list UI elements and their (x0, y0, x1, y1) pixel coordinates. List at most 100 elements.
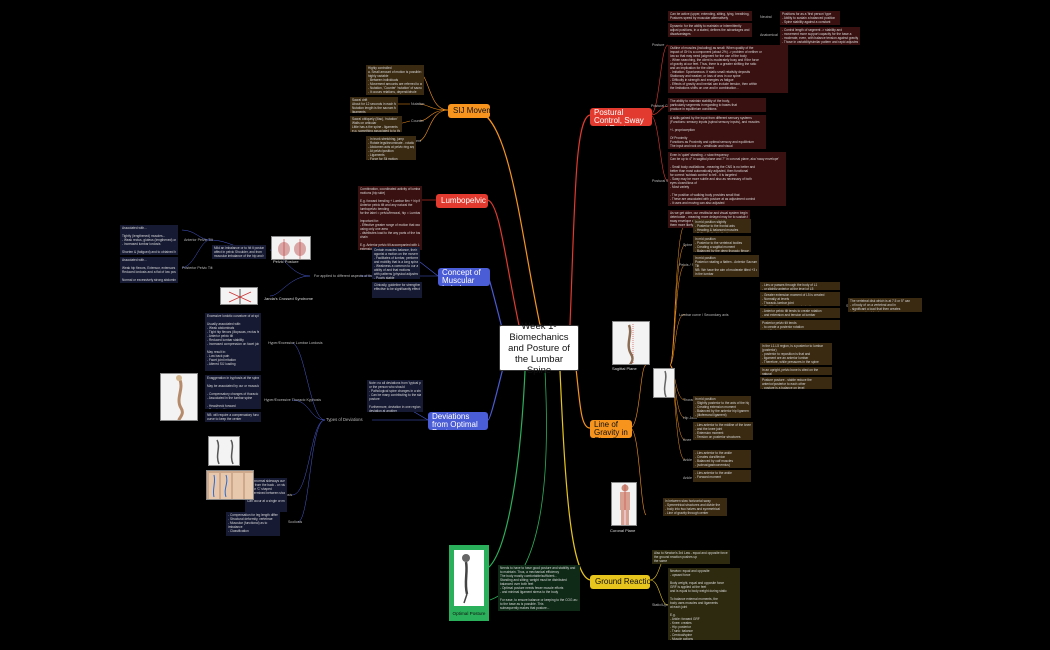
note-sij-3: Sacral obliquely (Iliac), 'nutation'Wall… (350, 116, 402, 132)
label-imbalance-note[interactable]: For applied to different aspects of the … (314, 274, 383, 278)
label-hyper-lordosis[interactable]: Hyper/Excessive Lumbar Lordosis (268, 341, 323, 345)
branch-sij-movements[interactable]: SIJ Movements (448, 104, 490, 118)
branch-postural-control[interactable]: Postural Control, Sway and Posture (590, 108, 652, 126)
label-counter[interactable]: Counter (411, 119, 424, 123)
label-ankle-2[interactable]: Ankle (683, 476, 692, 480)
lordosis-image[interactable] (160, 373, 198, 421)
note-sij-4: - In trunk stretching, jump- Rotate legs… (366, 136, 416, 160)
label-types-deviations[interactable]: Types of Deviations (326, 417, 363, 422)
note-posture-neutral: Positions for as a 'first person' type- … (780, 11, 840, 25)
label-spine[interactable]: Spine (683, 243, 693, 247)
note-line: - Increased compression on facet joints (207, 342, 259, 346)
note-line: Dynamic: for the ability to maintain or … (670, 24, 742, 28)
optimal-posture-caption: Optimal Posture (452, 611, 486, 616)
label-postural-control[interactable]: Postural Control (651, 104, 677, 108)
label-anatomical[interactable]: Anatomical (760, 33, 778, 37)
note-postural-sway-1: Even in 'quiet' standing -> slow frequen… (668, 152, 786, 206)
note-line: - Balanced by the deep thoracic flexors (695, 249, 749, 252)
note-line: - Extension moment (695, 431, 724, 435)
label-scoliosis-2[interactable]: Scoliosis (288, 520, 303, 524)
coronal-plane-image[interactable] (611, 482, 637, 526)
note-line: - significant a load that then creates (850, 307, 901, 311)
note-line: Also to Newton's 3rd Law - equal and opp… (654, 551, 728, 555)
note-line: natural (762, 372, 772, 375)
label-nutation[interactable]: Nutation (411, 102, 425, 106)
note-ankle-2: - Lies anterior to the ankle- Forward mo… (693, 470, 751, 482)
note-line: e.g. something associated to to the ilia… (352, 129, 400, 132)
sagittal-plane-image[interactable] (612, 321, 650, 365)
note-line: Postures speed by muscular alternatively (670, 16, 729, 20)
note-line: - Ankle: forward GRF (670, 617, 700, 621)
note-line: the same (654, 559, 668, 563)
note-line: Important for: (360, 219, 379, 223)
label-posture[interactable]: Posture (652, 43, 665, 47)
label-ankle[interactable]: Ankle (683, 458, 692, 462)
central-line-4: the Lumbar Spine (514, 353, 564, 376)
note-line: - Compensatory changes of thoracic (207, 392, 259, 396)
scoliosis-image[interactable] (206, 470, 254, 500)
pelvic-posture-image[interactable] (271, 236, 311, 260)
note-line: E.g. forward bending + Lumbar flex + hip… (360, 199, 420, 203)
note-line: - Facet joint irritation (207, 358, 236, 362)
label-anterior-pelvic[interactable]: Anterior Pelvic Tilt (184, 238, 213, 242)
note-line: for correct 'subtask control' to tell - … (670, 173, 737, 177)
note-line: E.g. Anterior pelvic tilt accompanied wi… (360, 243, 420, 247)
note-line: Tilt (695, 264, 700, 268)
label-neutral[interactable]: Neutral (760, 15, 772, 19)
note-line: better than most automatically adjusted,… (670, 169, 748, 173)
note-line: balanced over both feet (500, 582, 534, 586)
note-kyphosis-2: NB: will require a compensatory function… (205, 412, 261, 422)
note-line: Little has a the spine - ligaments (352, 125, 398, 129)
note-posture-3: Outline of muscles (including) as small:… (668, 45, 788, 93)
branch-deviations[interactable]: Deviations from Optimal Posture (428, 412, 488, 430)
janda-image[interactable] (220, 287, 258, 305)
note-line: to the base as is possible. This (500, 602, 544, 606)
note-line: - Low back pain (207, 354, 230, 358)
branch-ground-reaction-forces[interactable]: Ground Reaction Forces (590, 575, 650, 589)
note-line: (Functions: sensory inputs (spinal senso… (670, 120, 760, 124)
note-line: - Lies anterior to the ankle (695, 451, 732, 455)
note-posture-2: Dynamic: for the ability to maintain or … (668, 23, 752, 37)
note-line: - Thoracic-lumbar joint (762, 301, 794, 305)
kyphosis-image[interactable] (208, 436, 240, 466)
branch-line-of-gravity[interactable]: Line of Gravity in Standing (590, 420, 632, 438)
optimal-posture-image[interactable]: Optimal Posture (449, 545, 489, 621)
label-postural-sway[interactable]: Postural Sway (652, 179, 675, 183)
label-thoracic[interactable]: Thoracic (683, 398, 697, 402)
label-hip-joint[interactable]: Hip Joint (683, 416, 697, 420)
branch-muscular-imbalances[interactable]: Concept of Muscular Imbalances (438, 268, 490, 286)
central-topic[interactable]: Week 1- Biomechanics and Posture of the … (499, 321, 579, 376)
branch-lumbopelvic-rhythm[interactable]: Lumbopelvic Rhythm (436, 194, 488, 208)
note-line: - Posterior to the vertebral bodies (695, 241, 743, 245)
label-pelvis-spine[interactable]: Pelvis / Spine (679, 263, 701, 267)
note-line: - Altered SIJ loading (207, 362, 236, 366)
note-line: Can be up to 4° in sagittal plane and 7°… (670, 157, 779, 161)
sagittal-second-image[interactable] (653, 368, 675, 398)
label-knee[interactable]: Knee (683, 438, 692, 442)
label-hyper-kyphosis[interactable]: Hyper/Excessive Thoracic Kyphosis (264, 398, 322, 402)
note-muscular-2: Clinically, guideline for strengthening … (372, 282, 422, 298)
note-line: In mid position (695, 237, 716, 241)
note-line: Posture posture - stable reduce the (762, 378, 812, 382)
note-line: - Lies or passes through the body of L1 (762, 283, 818, 287)
label-lumbar-curve[interactable]: Lumbar curve / Secondary axis (679, 313, 729, 317)
note-line: Even in 'quiet' standing -> slow frequen… (670, 153, 729, 157)
label-posterior-pelvic[interactable]: Posterior Pelvic Tilt (182, 266, 213, 270)
note-line: A skills gained by the input from differ… (670, 116, 752, 120)
note-line: Newton: equal and opposite (670, 569, 710, 573)
note-line: - Effects of gravity and inertial can in… (670, 82, 758, 86)
note-line: Associated with... (122, 226, 147, 230)
note-line: Note: no all deviations from 'typical po… (369, 381, 421, 385)
note-line: - The position of walking body provides … (670, 193, 740, 197)
connector-grf (559, 370, 591, 581)
note-line: - Anterior pelvic tilt (207, 334, 234, 338)
note-line: In mid position slightly (695, 220, 727, 224)
note-line: Sacral obliquely (Iliac), 'nutation' (352, 117, 398, 121)
note-line: Combination, coordinated activity of lum… (360, 187, 420, 191)
note-line: An abnormal sideways curve usually (247, 479, 285, 483)
note-line: deteriorate - meaning more delayed may b… (670, 215, 748, 219)
note-line: imbalance (228, 525, 243, 529)
